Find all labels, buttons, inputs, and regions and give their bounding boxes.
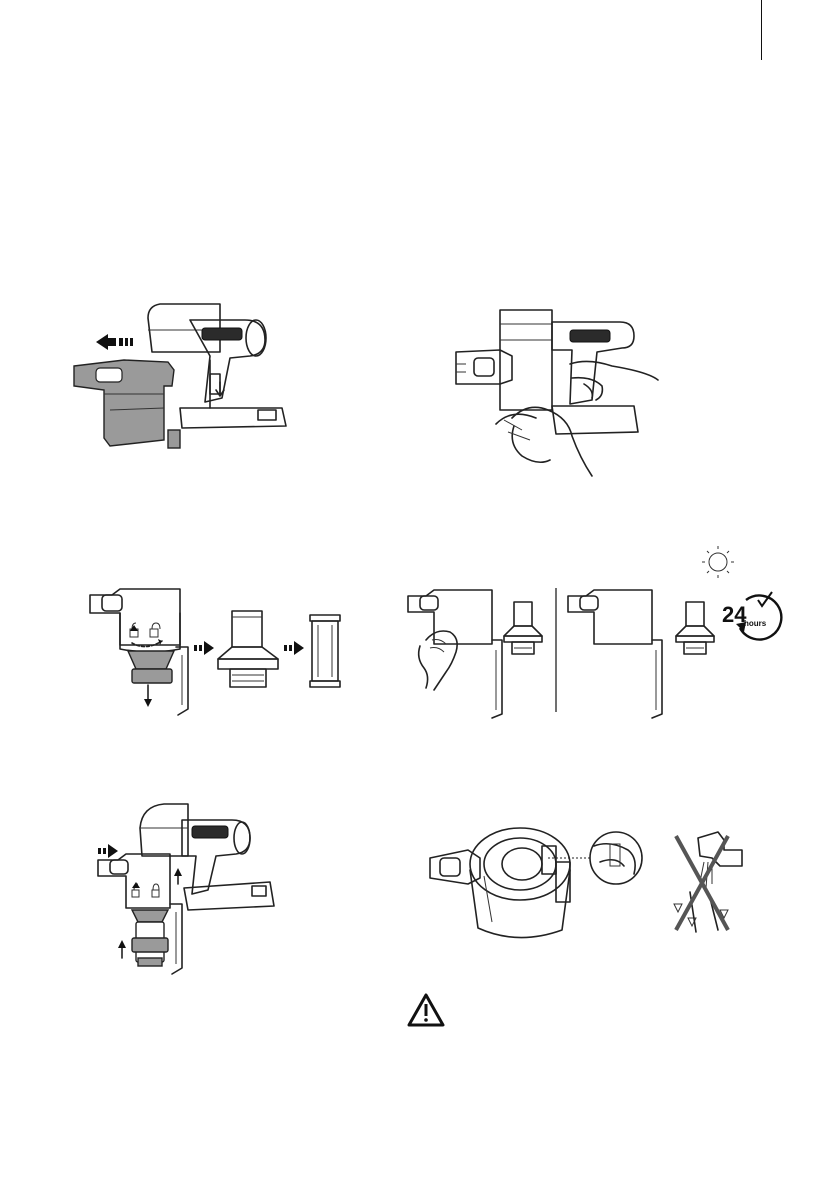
- dust-container-grey: [74, 360, 180, 448]
- sun-icon: [702, 546, 734, 578]
- figure-check-seal: [428, 822, 748, 952]
- unlock-rotate-icon: [130, 623, 162, 647]
- figure-reassemble: [92, 798, 282, 978]
- crop-mark: [761, 0, 762, 60]
- hand-wiping-icon: [419, 631, 457, 690]
- cyclone-unit: [218, 611, 278, 687]
- figure-detach-container: [60, 290, 320, 460]
- mesh-filter: [310, 615, 340, 687]
- right-hand-icon: [570, 361, 658, 400]
- arrow-left-icon: [96, 334, 133, 350]
- hours-label: hours: [744, 619, 767, 628]
- hand-with-cloth-icon: [496, 407, 592, 476]
- cross-out-icon: [676, 836, 728, 930]
- arrow-right-icon: [98, 844, 118, 858]
- cyclone-small: [676, 602, 714, 654]
- lock-icon: [132, 882, 159, 897]
- figure-disassemble-filter: [84, 585, 360, 715]
- arrow-right-icon: [284, 641, 304, 655]
- figure-wipe-handle: [452, 300, 662, 480]
- clock-24h-icon: 24 hours: [722, 592, 781, 639]
- warning-triangle-icon: [406, 992, 446, 1028]
- cyclone-small: [504, 602, 542, 654]
- arrow-right-icon: [194, 641, 214, 655]
- seal-detail-zoom: [590, 832, 642, 884]
- figure-dry-filter: 24 hours: [406, 540, 786, 720]
